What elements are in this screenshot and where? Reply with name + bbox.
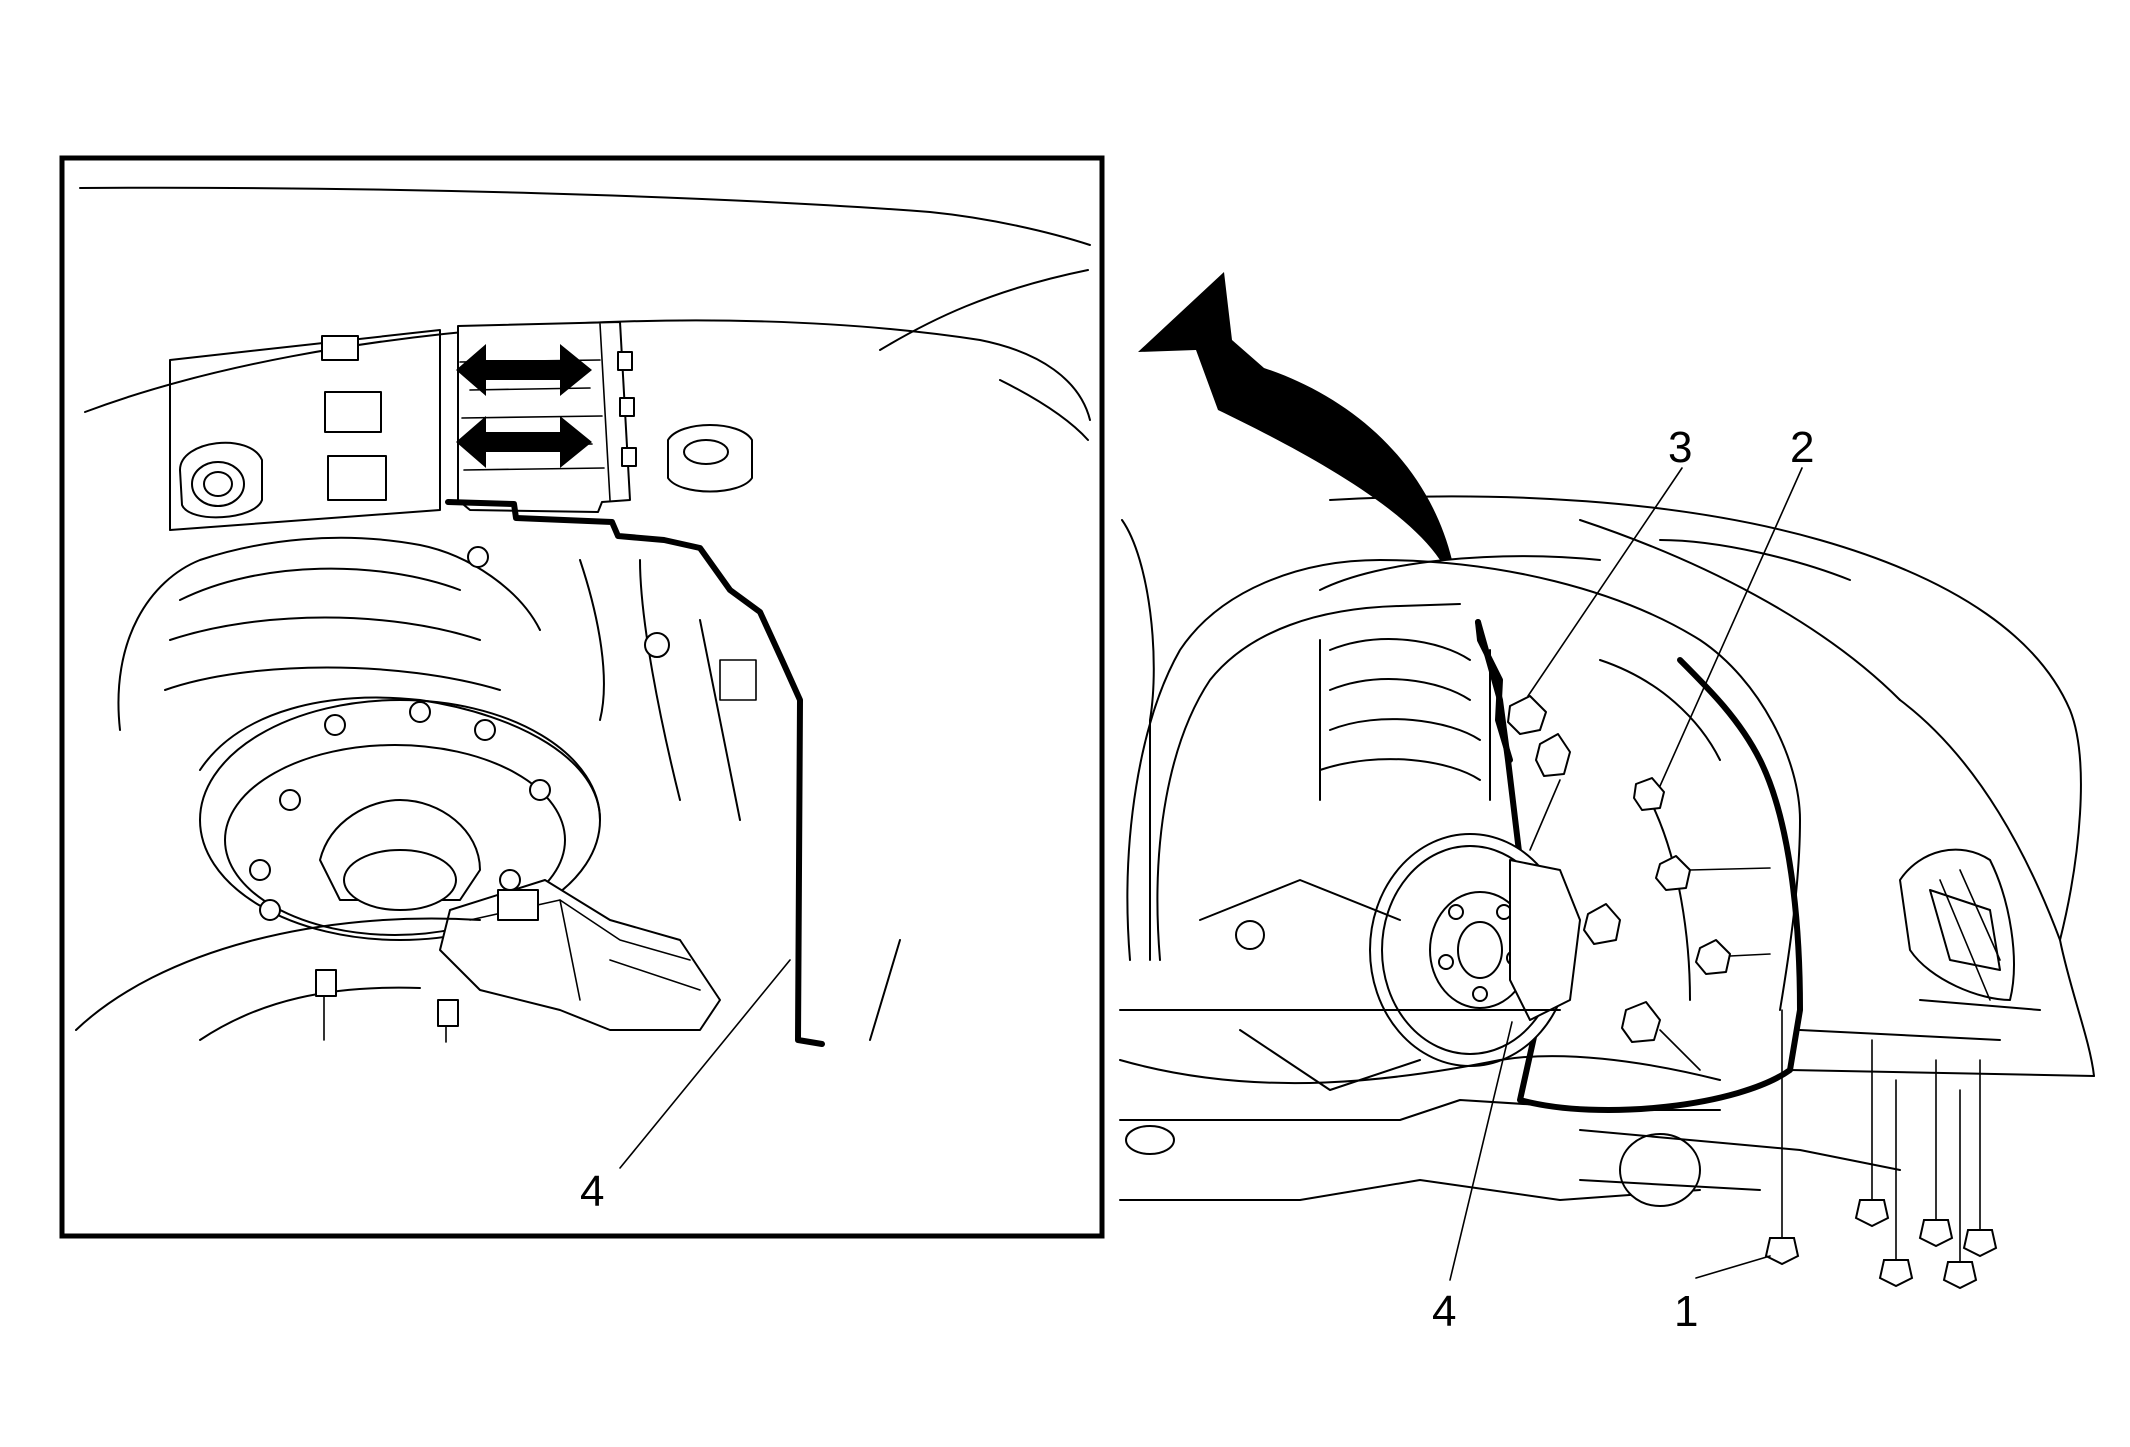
- grommet-left: [179, 441, 263, 519]
- main-view: 3 2 4 1: [1119, 423, 2095, 1336]
- leader-line-4: [1449, 1021, 1513, 1281]
- main-strut: [1319, 638, 1491, 801]
- grommet-right: [667, 424, 753, 493]
- bolt-icon: [1507, 695, 1731, 1043]
- callout-label-2: 2: [1790, 423, 1814, 472]
- fog-lamp-recess: [1899, 848, 2015, 1001]
- double-arrow-icon: [456, 344, 592, 468]
- leader-line-2: [1659, 467, 1803, 787]
- lower-bolts: [1764, 1009, 1998, 1290]
- callout-label-detail-4: 4: [580, 1167, 604, 1216]
- inset-frame: [59, 155, 1105, 1239]
- leader-line-detail-4: [619, 959, 791, 1169]
- main-rotor: [1369, 833, 1581, 1067]
- leader-line-1: [1695, 1255, 1771, 1279]
- curved-arrow-icon: [1138, 272, 1452, 560]
- detail-inset: 4: [59, 155, 1105, 1239]
- callout-label-1: 1: [1674, 1287, 1698, 1336]
- strut-spring: [117, 536, 601, 941]
- brake-rotor: [75, 917, 481, 1043]
- callout-label-3: 3: [1668, 423, 1692, 472]
- callout-label-4: 4: [1432, 1287, 1456, 1336]
- knuckle-bracket: [439, 879, 721, 1031]
- leader-line-3: [1527, 467, 1683, 697]
